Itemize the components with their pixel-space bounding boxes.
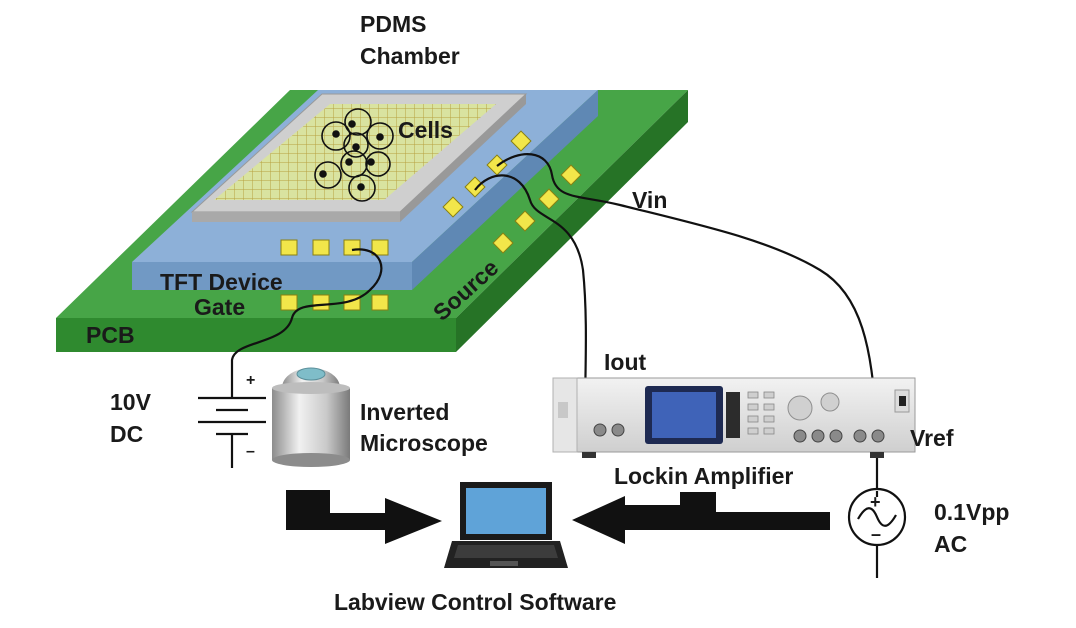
cell-cluster — [314, 108, 394, 202]
right-arrow — [572, 492, 830, 544]
pdms-chamber — [190, 93, 528, 222]
label-pcb: PCB — [86, 322, 135, 348]
label-vin: Vin — [632, 187, 667, 213]
ac-minus-sign: – — [871, 524, 881, 544]
label-tft-device: TFT Device — [160, 269, 283, 295]
battery-plus-sign: + — [246, 372, 255, 389]
label-gate: Gate — [194, 294, 245, 320]
battery-symbol — [198, 380, 266, 468]
label-dc-line1: 10V — [110, 389, 152, 415]
arrows — [286, 490, 830, 544]
label-vref: Vref — [910, 425, 954, 451]
label-microscope-line2: Microscope — [360, 430, 488, 456]
label-microscope-line1: Inverted — [360, 399, 449, 425]
inverted-microscope — [272, 367, 350, 467]
label-dc-line2: DC — [110, 421, 143, 447]
wires — [230, 153, 879, 578]
label-ac-line2: AC — [934, 531, 967, 557]
vin-wire — [496, 153, 878, 421]
iout-wire — [474, 174, 587, 419]
battery-minus-sign: – — [246, 443, 255, 460]
lockin-amplifier — [552, 377, 916, 458]
label-lockin-amplifier: Lockin Amplifier — [614, 463, 793, 489]
gate-pads-top — [280, 239, 389, 256]
label-ac-line1: 0.1Vpp — [934, 499, 1009, 525]
laptop-icon — [444, 482, 568, 568]
label-pdms-line1: PDMS — [360, 11, 426, 37]
ac-plus-sign: + — [870, 492, 881, 512]
left-arrow — [286, 490, 442, 544]
ac-source-symbol — [847, 487, 907, 547]
gate-wire — [230, 248, 383, 380]
label-pdms-line2: Chamber — [360, 43, 460, 69]
label-cells: Cells — [398, 117, 453, 143]
electrode-grid — [214, 104, 496, 200]
label-labview-software: Labview Control Software — [334, 589, 616, 615]
source-pads — [442, 130, 582, 254]
label-iout: Iout — [604, 349, 646, 375]
